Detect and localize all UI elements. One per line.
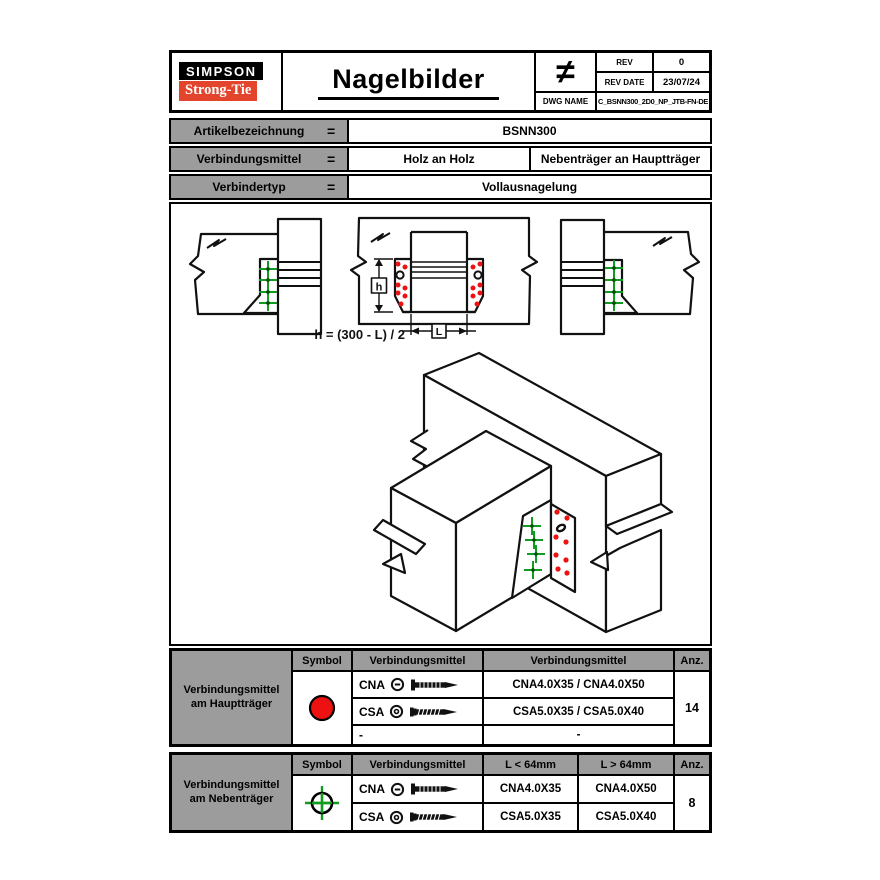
symbol-red-circle [293, 672, 351, 744]
label-line2: am Nebenträger [189, 792, 274, 805]
nail-head-icon [390, 677, 405, 692]
label-line1: Verbindungsmittel [183, 683, 280, 696]
col-header-anz: Anz. [675, 651, 709, 670]
haupttraeger-nails-front [395, 261, 483, 307]
col-header-verbindungsmittel: Verbindungsmittel [353, 651, 482, 670]
col-header-l-long: L > 64mm [579, 755, 673, 774]
screw-head-icon [390, 704, 404, 719]
technical-drawing-svg: h L h = (300 - L) / 2 [188, 216, 701, 634]
table-row-label: Verbindungsmittel am Nebenträger [172, 755, 291, 830]
count-haupttraeger: 14 [675, 672, 709, 744]
fastener-code: CNA [359, 677, 385, 692]
dim-l-label: L [436, 326, 443, 338]
fastener-code: CNA [359, 782, 385, 796]
table-haupttraeger: Verbindungsmittel am Hauptträger Symbol … [169, 648, 712, 747]
info-label: Artikelbezeichnung [193, 124, 305, 138]
title-block: SIMPSON Strong-Tie Nagelbilder ≠ REV 0 R… [169, 50, 712, 113]
screw-profile-icon [410, 812, 458, 822]
crosshair-icon [305, 786, 339, 820]
cna-l-long: CNA4.0X50 [579, 776, 673, 802]
haupttraeger-nails-3d [553, 509, 570, 576]
fastener-code: CSA [359, 810, 385, 824]
fastener-csa-value: CSA5.0X35 / CSA5.0X40 [484, 699, 673, 724]
nail-profile-icon [411, 679, 458, 690]
logo-strongtie: Strong-Tie [179, 81, 258, 101]
sheet-title-cell: Nagelbilder [283, 53, 534, 110]
count-nebentraeger: 8 [675, 776, 709, 830]
equals-sign: = [327, 179, 336, 195]
front-view-center: h L h = (300 - L) / 2 [314, 216, 539, 342]
fastener-empty-value: - [484, 726, 673, 744]
info-row-artikel: Artikelbezeichnung = BSNN300 [169, 118, 712, 144]
col-header-symbol: Symbol [293, 651, 351, 670]
fastener-cna-row: CNA [353, 776, 482, 802]
cna-l-short: CNA4.0X35 [484, 776, 577, 802]
symbol-green-crosshair [293, 776, 351, 830]
fastener-empty-row: - [353, 726, 482, 744]
fastener-code: CSA [359, 704, 385, 719]
sheet-title: Nagelbilder [318, 64, 499, 100]
info-value: BSNN300 [349, 120, 710, 142]
dwg-name-value: C_BSNN300_2D0_NP_JTB-FN-DE [597, 93, 709, 110]
info-value: Vollausnagelung [349, 176, 710, 198]
screw-head-icon [390, 810, 404, 824]
csa-l-short: CSA5.0X35 [484, 804, 577, 830]
side-view-left [188, 217, 323, 336]
info-value-right: Nebenträger an Hauptträger [531, 148, 710, 170]
label-line1: Verbindungsmittel [183, 778, 280, 791]
table-nebentraeger: Verbindungsmittel am Nebenträger Symbol … [169, 752, 712, 833]
side-view-right [559, 218, 701, 336]
red-circle-icon [308, 694, 336, 722]
table-row-label: Verbindungsmittel am Hauptträger [172, 651, 291, 744]
dwg-name-label: DWG NAME [536, 93, 595, 110]
info-label: Verbindertyp [212, 180, 286, 194]
equals-sign: = [327, 123, 336, 139]
drawing-sheet: SIMPSON Strong-Tie Nagelbilder ≠ REV 0 R… [169, 50, 712, 836]
fastener-cna-row: CNA [353, 672, 482, 697]
col-header-verbindungsmittel: Verbindungsmittel [353, 755, 482, 774]
fastener-csa-row: CSA [353, 804, 482, 830]
dimension-h [370, 258, 393, 313]
rev-value: 0 [654, 53, 709, 71]
col-header-verbindungsmittel-2: Verbindungsmittel [484, 651, 673, 670]
nail-head-icon [390, 782, 405, 796]
info-label: Verbindungsmittel [196, 152, 302, 166]
info-label-cell: Verbindungsmittel = [171, 148, 347, 170]
rev-label: REV [597, 53, 652, 71]
col-header-l-short: L < 64mm [484, 755, 577, 774]
nail-profile-icon [411, 783, 458, 795]
equals-sign: = [327, 151, 336, 167]
nail-pattern-drawing: h L h = (300 - L) / 2 [169, 202, 712, 646]
csa-l-long: CSA5.0X40 [579, 804, 673, 830]
dimension-l [402, 314, 476, 339]
info-value-left: Holz an Holz [349, 148, 529, 170]
logo-simpson: SIMPSON [179, 62, 264, 80]
label-line2: am Hauptträger [190, 697, 273, 710]
company-logo: SIMPSON Strong-Tie [172, 53, 281, 110]
dim-h-label: h [376, 282, 383, 294]
col-header-anz: Anz. [675, 755, 709, 774]
screw-profile-icon [410, 707, 458, 716]
col-header-symbol: Symbol [293, 755, 351, 774]
info-row-verbindertyp: Verbindertyp = Vollausnagelung [169, 174, 712, 200]
fastener-cna-value: CNA4.0X35 / CNA4.0X50 [484, 672, 673, 697]
isometric-view [372, 351, 674, 634]
info-label-cell: Artikelbezeichnung = [171, 120, 347, 142]
info-label-cell: Verbindertyp = [171, 176, 347, 198]
formula-text: h = (300 - L) / 2 [314, 327, 405, 342]
fastener-csa-row: CSA [353, 699, 482, 724]
info-row-verbindungsmittel: Verbindungsmittel = Holz an Holz Nebentr… [169, 146, 712, 172]
projection-symbol-icon: ≠ [536, 53, 595, 91]
rev-date-value: 23/07/24 [654, 73, 709, 91]
rev-date-label: REV DATE [597, 73, 652, 91]
